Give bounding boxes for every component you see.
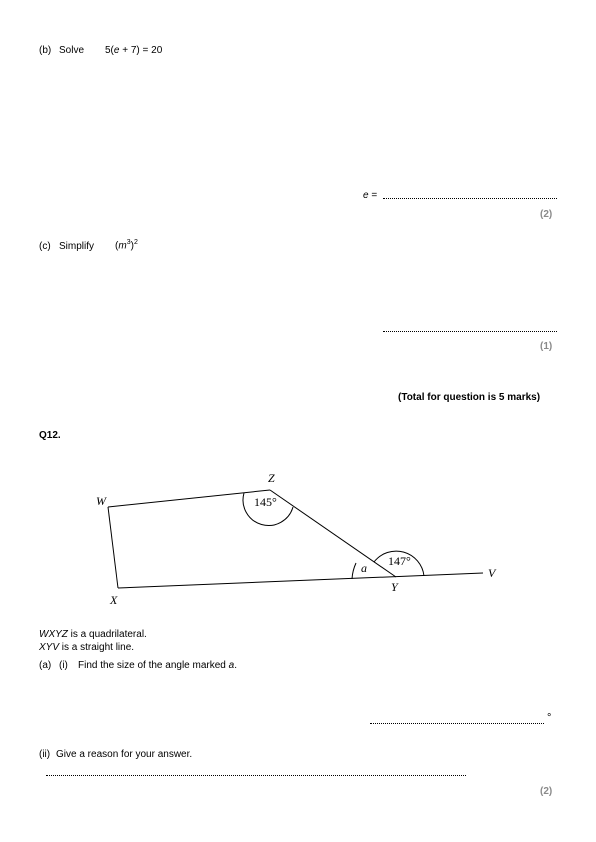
part-a-text: Find the size of the angle marked — [78, 660, 229, 671]
part-a-label: (a) — [39, 660, 52, 671]
arc-angle-y — [373, 550, 425, 577]
part-b-expression: 5(e + 7) = 20 — [105, 45, 162, 56]
part-b-answer-line[interactable] — [383, 198, 557, 199]
line-name: XYV — [39, 642, 60, 653]
vertex-v-label: V — [488, 566, 496, 580]
side-zy — [269, 489, 397, 578]
side-wx — [107, 506, 119, 589]
angle-y-label: 147° — [388, 554, 411, 568]
statement-straight-line: XYV is a straight line. — [39, 642, 134, 653]
question-number: Q12. — [39, 430, 61, 441]
statement-text: is a quadrilateral. — [67, 629, 147, 640]
expr-inner-exp: 3 — [126, 239, 131, 246]
vertex-z-label: Z — [268, 471, 275, 485]
vertex-w-label: W — [96, 494, 106, 508]
question-marks: (2) — [540, 786, 553, 797]
part-c-answer-line[interactable] — [383, 331, 557, 332]
expr-open: ( — [115, 240, 119, 252]
side-wz — [107, 489, 271, 508]
question-total: (Total for question is 5 marks) — [398, 392, 541, 403]
angle-z-label: 145° — [254, 495, 277, 509]
part-c-expression: (m3)2 — [115, 239, 138, 251]
expr-close: ) — [130, 240, 134, 252]
statement-text: is a straight line. — [59, 642, 135, 653]
part-a-sub-label: (i) — [59, 660, 68, 671]
part-a-answer-line[interactable] — [370, 723, 544, 724]
expr-post: + 7) = 20 — [119, 45, 163, 56]
part-b-label: (b) — [39, 45, 52, 56]
part-a-question: Find the size of the angle marked a. — [78, 660, 237, 671]
part-a-var: a — [228, 660, 235, 671]
arc-angle-z — [242, 492, 294, 526]
part-b-marks: (2) — [540, 209, 553, 220]
part-ii-question: Give a reason for your answer. — [56, 749, 193, 760]
angle-a-label: a — [361, 561, 367, 575]
vertex-x-label: X — [110, 593, 118, 607]
statement-quadrilateral: WXYZ is a quadrilateral. — [39, 629, 147, 640]
part-c-verb: Simplify — [59, 241, 95, 252]
part-b-verb: Solve — [59, 45, 85, 56]
arc-angle-a — [351, 562, 357, 580]
answer-var: e — [363, 190, 369, 201]
expr-m: m — [118, 240, 127, 252]
vertex-y-label: Y — [391, 580, 398, 594]
degree-symbol: ° — [547, 712, 552, 724]
part-c-marks: (1) — [540, 341, 553, 352]
answer-eq: = — [368, 190, 378, 201]
part-a-end: . — [234, 660, 237, 671]
expr-var: e — [113, 45, 120, 56]
part-ii-label: (ii) — [39, 749, 51, 760]
expr-pre: 5( — [105, 45, 114, 56]
shape-name: WXYZ — [39, 629, 68, 640]
expr-outer-exp: 2 — [133, 239, 138, 246]
line-xv — [117, 572, 484, 589]
part-ii-answer-line[interactable] — [46, 775, 466, 776]
part-b-answer-label: e = — [363, 190, 377, 201]
part-c-label: (c) — [39, 241, 51, 252]
